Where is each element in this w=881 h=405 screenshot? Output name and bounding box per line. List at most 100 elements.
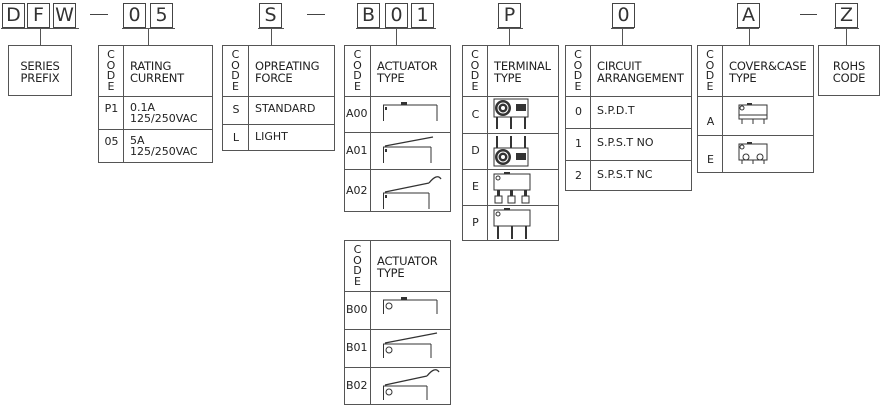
cover-e-icon [738, 142, 768, 164]
cover-a-icon [738, 103, 768, 124]
code-header-letter: E [574, 79, 582, 93]
code-header-letter: E [471, 79, 479, 93]
table-row: C [463, 96, 558, 134]
code-header-letter: C [353, 243, 362, 256]
actuator-pin-icon [383, 102, 438, 121]
underline [122, 28, 175, 29]
code-header-letter: E [107, 79, 115, 93]
row-code: B01 [346, 341, 368, 354]
connector-line [749, 29, 750, 45]
code-box-0: 0 [123, 3, 146, 28]
rohs-label-line1: ROHS [832, 59, 866, 73]
code-box-p: P [498, 3, 521, 28]
actuator-b-pin-icon [383, 297, 438, 314]
terminal-p-icon [493, 208, 531, 239]
code-header-letter: E [354, 79, 361, 93]
table-row: A00 [345, 96, 450, 133]
table-row: A02 [345, 169, 450, 213]
code-box-a: A [737, 3, 760, 28]
code-header-letter: D [231, 69, 240, 82]
code-header-letter: O [231, 58, 240, 72]
code-header-letter: O [353, 58, 362, 72]
actuator-roller-lever-icon [383, 175, 442, 209]
underline [356, 28, 436, 29]
connector-line [271, 29, 272, 45]
row-value-line1: 5A [130, 134, 145, 147]
code-header-letter: C [107, 48, 115, 61]
code-box-1: 1 [411, 3, 434, 28]
row-code: E [472, 180, 479, 193]
code-header-letter: E [354, 274, 361, 288]
code-header-letter: D [106, 69, 116, 82]
row-code: A [706, 114, 715, 128]
code-header-letter: O [705, 58, 715, 72]
row-value-line1: S.P.D.T [597, 104, 635, 117]
table-row: B01 [345, 329, 450, 368]
code-box-s: S [259, 3, 282, 28]
row-code: 05 [104, 135, 119, 148]
row-code: P1 [104, 101, 119, 115]
row-code: B02 [346, 379, 368, 392]
table-row: B02 [345, 367, 450, 405]
terminal-type-header-line2: TYPE [494, 71, 522, 85]
code-box-0: 0 [385, 3, 408, 28]
row-value-line1: LIGHT [255, 129, 288, 143]
separator-dash [90, 14, 108, 15]
code-header-letter: C [471, 48, 479, 61]
actuator-type-b-header-line1: ACTUATOR [377, 254, 438, 268]
connector-line [509, 29, 510, 45]
separator-dash [307, 14, 325, 15]
series-label-line1: SERIES [20, 59, 60, 73]
row-code: A01 [346, 143, 368, 157]
table-row: L LIGHT [223, 124, 334, 152]
connector-line [396, 29, 397, 45]
table-row: D [463, 133, 558, 170]
separator-dash [800, 14, 817, 15]
connector-line [40, 29, 41, 45]
code-box-b: B [357, 3, 380, 28]
row-code: B00 [346, 303, 368, 316]
underline [834, 28, 859, 29]
actuator-b-lever-icon [383, 332, 438, 358]
row-code: A02 [346, 183, 368, 197]
row-value-line2: 125/250VAC [130, 145, 198, 158]
row-value-line1: STANDARD [255, 102, 316, 115]
row-code: A00 [346, 107, 368, 120]
underline [1, 28, 79, 29]
actuator-type-a-header-line1: ACTUATOR [377, 59, 438, 73]
cover-case-type-header-line2: TYPE [729, 71, 757, 85]
code-header-letter: D [573, 69, 583, 82]
code-header-letter: C [574, 48, 582, 61]
code-box-0: 0 [612, 3, 635, 28]
rating-current-header-line2: CURRENT [130, 71, 184, 85]
row-code: 1 [575, 137, 582, 150]
code-header-letter: C [353, 48, 362, 61]
code-box-d: D [2, 3, 25, 28]
row-code: L [232, 130, 240, 144]
code-header-letter: O [470, 58, 480, 72]
code-header-letter: E [706, 79, 714, 93]
row-code: 0 [575, 105, 582, 118]
rating-current-header-line1: RATING [130, 59, 172, 73]
row-code: D [471, 144, 480, 157]
row-code: 2 [575, 168, 582, 182]
terminal-d-icon [493, 136, 529, 167]
table-row: B00 [345, 291, 450, 330]
terminal-c-icon [493, 98, 529, 129]
